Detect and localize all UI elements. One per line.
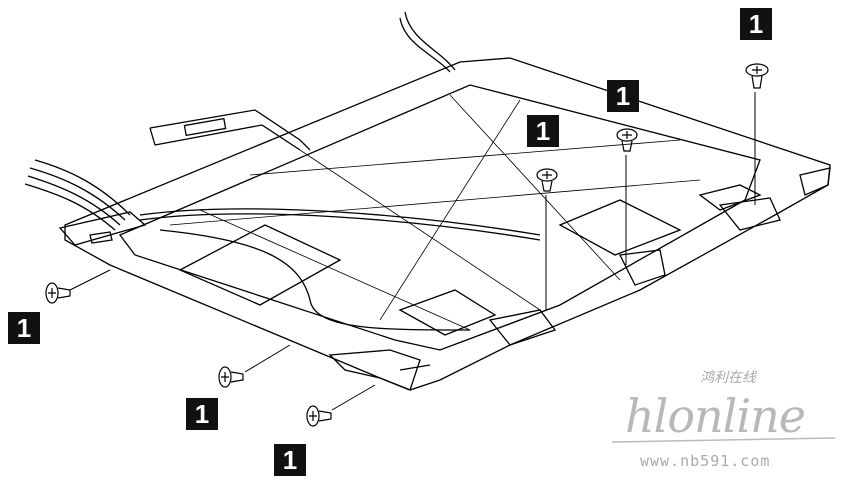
screw-icon bbox=[45, 282, 71, 304]
frame-outline bbox=[64, 57, 831, 391]
callout-label: 1 bbox=[8, 312, 40, 344]
callout-label: 1 bbox=[527, 115, 559, 147]
wire-bundle bbox=[24, 159, 131, 231]
leader-lines bbox=[69, 92, 756, 411]
watermark-chinese: 鸿利在线 bbox=[700, 370, 756, 386]
screw-icon bbox=[745, 63, 769, 89]
callout-label: 1 bbox=[274, 444, 306, 476]
callout-label: 1 bbox=[740, 8, 772, 40]
flex-cable bbox=[149, 109, 311, 151]
screw-icon bbox=[536, 168, 558, 192]
watermark-url: www.nb591.com bbox=[640, 452, 771, 470]
antenna-cable bbox=[404, 11, 456, 71]
callout-label: 1 bbox=[607, 80, 639, 112]
screw-icon bbox=[218, 366, 244, 388]
callout-label: 1 bbox=[186, 398, 218, 430]
screw-icon bbox=[306, 405, 332, 427]
watermark-logo: hlonline bbox=[625, 389, 806, 443]
panel bbox=[118, 84, 761, 351]
screw-icon bbox=[616, 128, 638, 152]
